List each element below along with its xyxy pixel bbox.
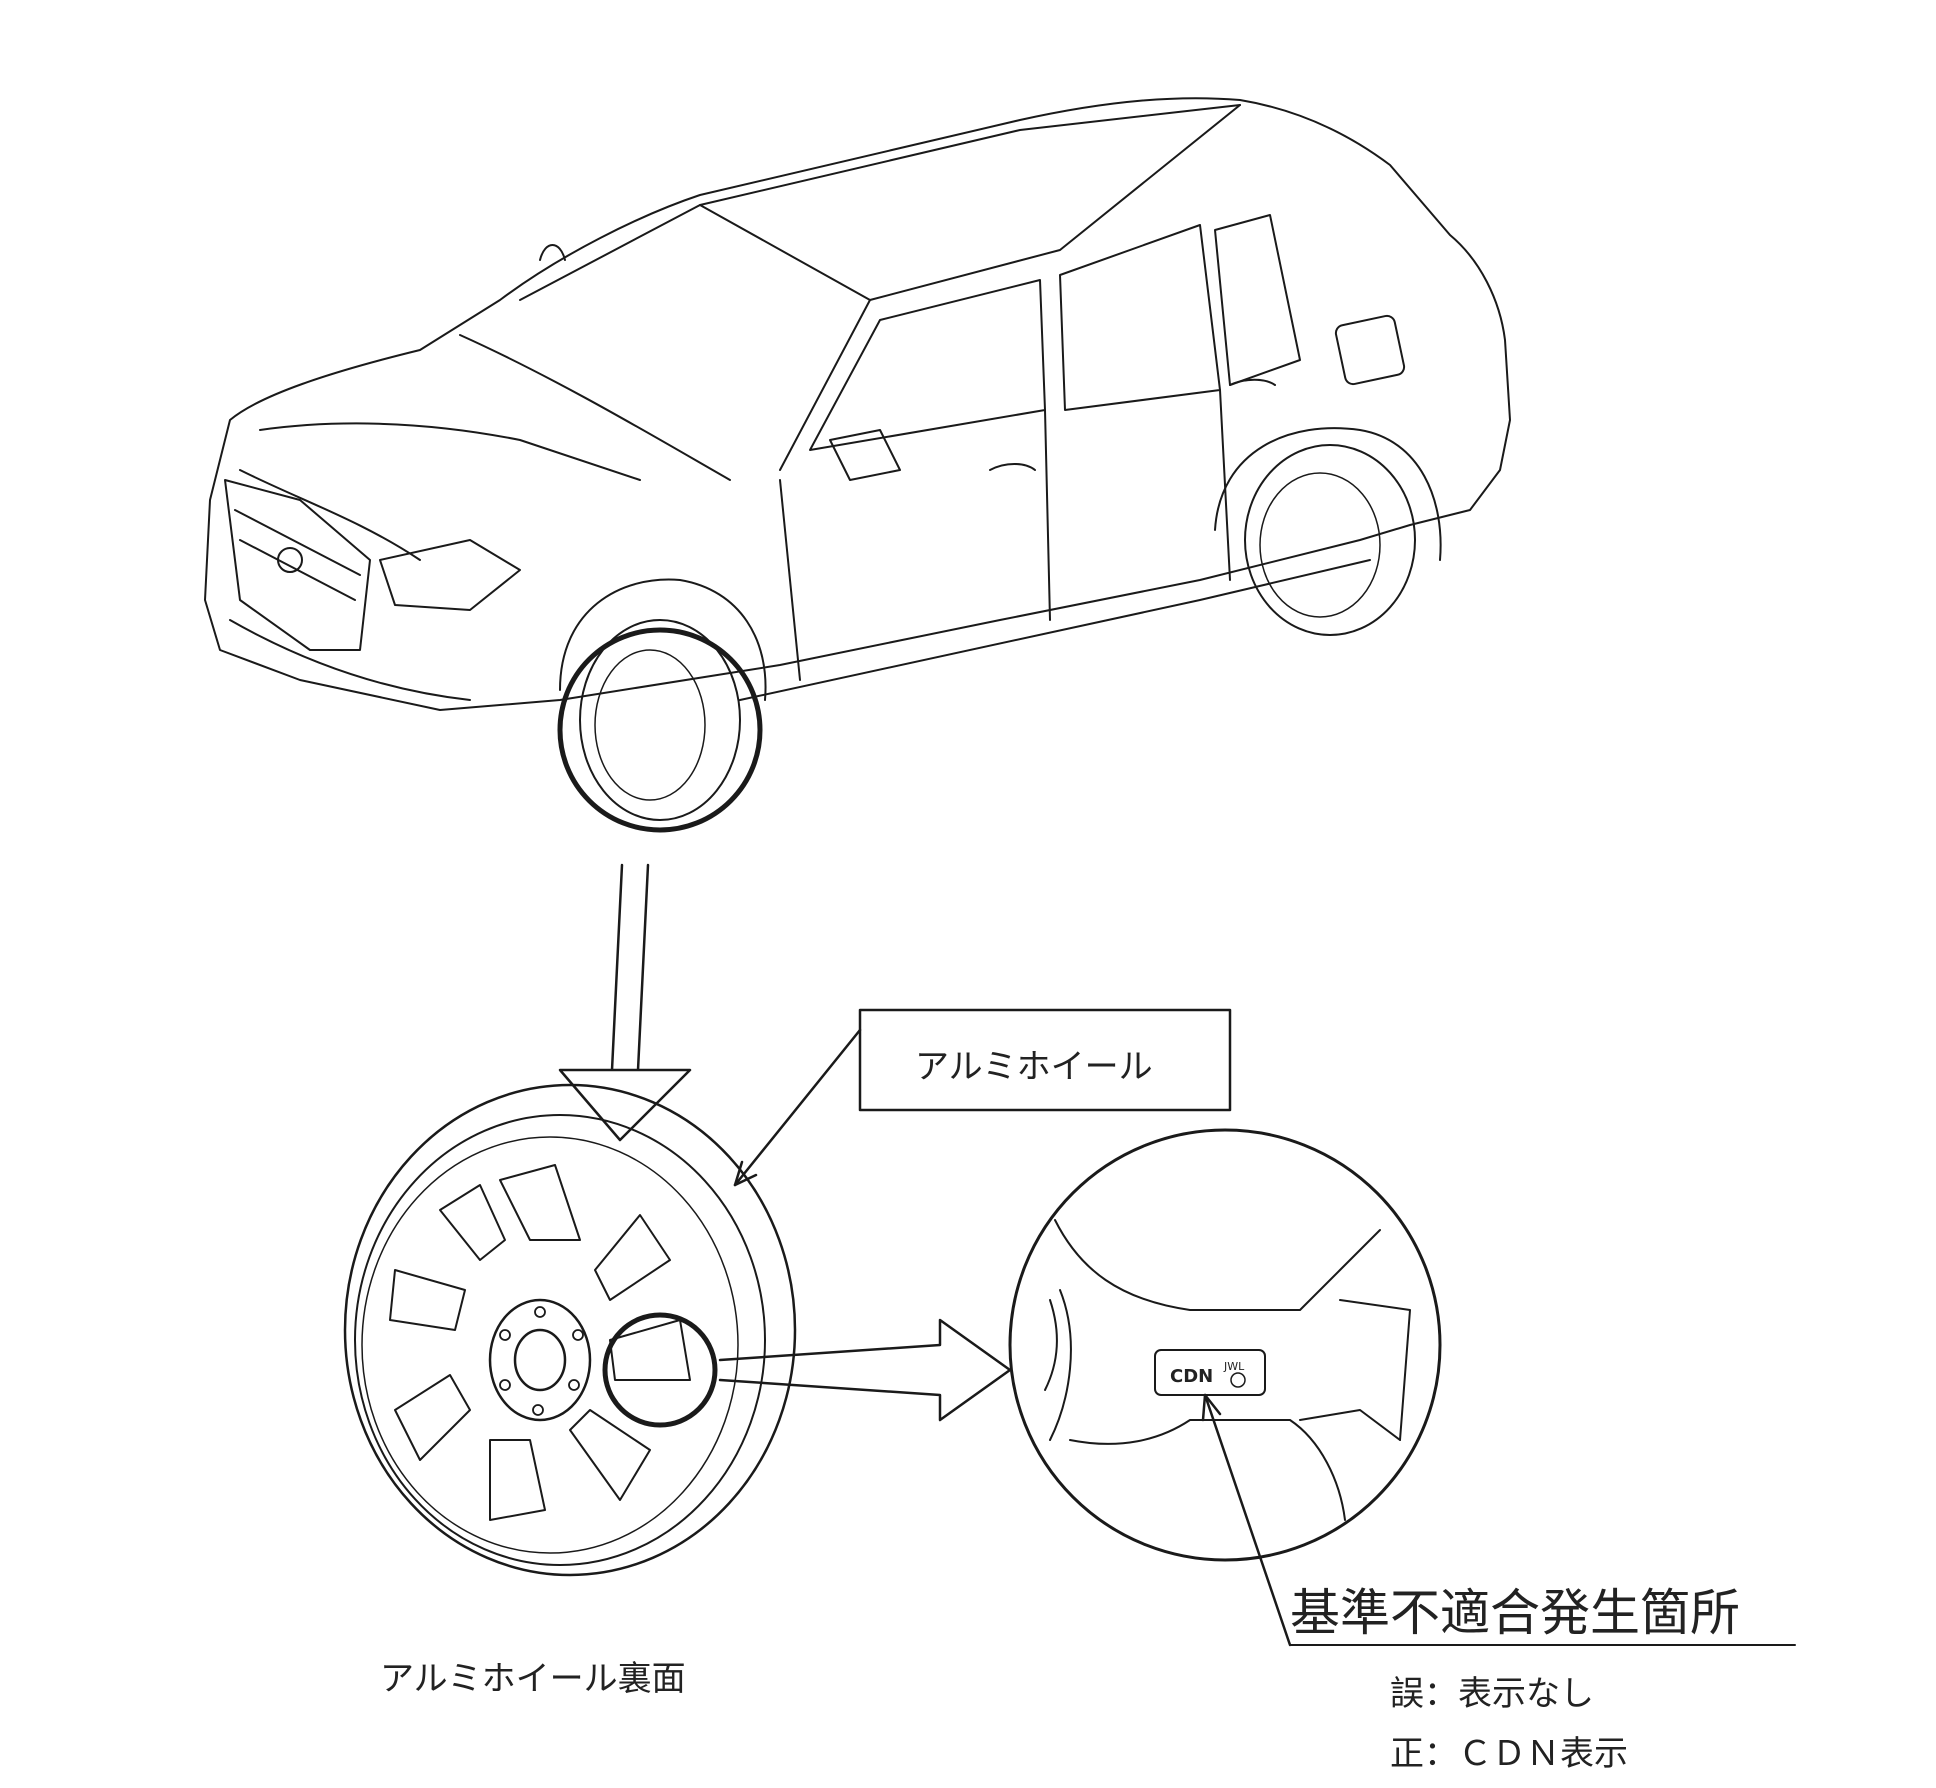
suv-drawing [204,97,1511,821]
wheel-detail-highlight [602,1312,718,1428]
marking-code: CDN [1170,1366,1213,1387]
wheel-back-caption: アルミホイール裏面 [380,1659,686,1699]
front-wheel-highlight [557,627,763,833]
marking-mark: JWL [1223,1360,1245,1373]
detail-zoom-circle [1008,1128,1442,1562]
wheel-callout-box [858,1008,1232,1112]
marking-plate [1154,1349,1266,1396]
wheel-callout-label: アルミホイール [915,1047,1153,1087]
nonconformity-leader [1203,1393,1292,1647]
nonconformity-title: 基準不適合発生箇所 [1290,1584,1740,1642]
down-arrow [558,863,692,1142]
wheel-callout-pointer [733,1028,862,1187]
correct-line: 正：ＣＤＮ表示 [1390,1734,1628,1774]
wrong-line: 誤：表示なし [1390,1674,1594,1714]
detail-spoke-drawing [1044,1219,1411,1521]
wheel-back-drawing [343,1083,797,1577]
jwl-mark-icon [1230,1372,1246,1388]
